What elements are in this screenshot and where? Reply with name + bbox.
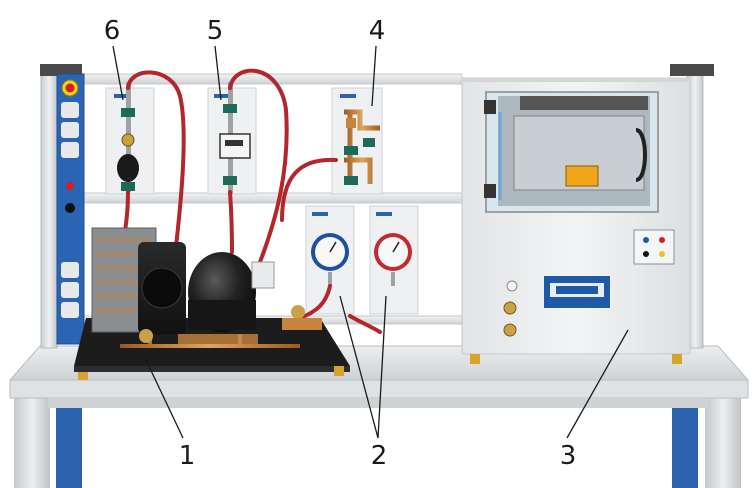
hose (298, 284, 332, 320)
refrigerant-hoses (122, 68, 382, 334)
foot (334, 366, 344, 376)
socket-outlet (61, 142, 79, 158)
measurement-socket-module (633, 229, 675, 265)
brand-label (340, 94, 356, 98)
service-valve-icon (139, 329, 153, 343)
brass-fitting-icon (506, 280, 518, 292)
cold-chamber-cabinet (461, 77, 691, 364)
brand-label (214, 94, 230, 98)
socket-outlet (61, 262, 79, 278)
socket-outlet (61, 282, 79, 298)
component-panel-5 (207, 82, 257, 195)
component-panel-2 (305, 205, 419, 315)
filter-drier-icon (117, 154, 139, 182)
callout-5: 5 (206, 16, 224, 46)
hose (348, 314, 382, 334)
callout-leaders (112, 45, 629, 439)
sight-glass-icon (121, 133, 135, 147)
switch-knob-icon (65, 203, 75, 213)
foot (470, 354, 480, 364)
callout-2: 2 (370, 441, 388, 471)
table-apron (48, 398, 708, 408)
brass-fitting-icon (503, 301, 517, 315)
brass-fitting-icon (503, 323, 517, 337)
hose (228, 190, 234, 254)
leader-2b (377, 295, 387, 439)
electrical-control-panel (56, 73, 85, 345)
leader-4 (371, 45, 377, 107)
component-panel-6 (105, 82, 155, 195)
leader-5 (214, 45, 222, 101)
socket-outlet (61, 102, 79, 118)
leader-3 (566, 329, 629, 439)
socket-outlet (61, 122, 79, 138)
indicator-lamp-icon (66, 182, 74, 190)
hose (228, 68, 289, 264)
brand-label (376, 212, 392, 216)
frame-post-left (40, 65, 58, 349)
table-leg-left-blue (56, 405, 82, 488)
table-edge (9, 379, 749, 399)
component-panel-4 (331, 87, 383, 195)
window-hinge (484, 100, 496, 114)
table-leg-right-blue (672, 405, 698, 488)
condensing-unit (74, 227, 350, 380)
hose (126, 70, 186, 282)
hose (280, 157, 338, 222)
service-valve-icon (291, 305, 305, 319)
leader-2a (339, 295, 379, 439)
callout-6: 6 (103, 16, 121, 46)
foot (78, 372, 88, 380)
window-hinge (484, 184, 496, 198)
callout-3: 3 (559, 441, 577, 471)
frame-cap-right (670, 64, 714, 76)
callout-1: 1 (178, 441, 196, 471)
terminal-box (251, 261, 275, 289)
frame-cap-left (40, 64, 82, 76)
socket-outlet (61, 302, 79, 318)
evaporator-fan-grille (520, 96, 648, 110)
brand-label (312, 212, 328, 216)
foot (672, 354, 682, 364)
leader-1 (145, 359, 184, 439)
warning-label (565, 165, 599, 187)
leader-6 (112, 45, 124, 101)
callout-4: 4 (368, 16, 386, 46)
